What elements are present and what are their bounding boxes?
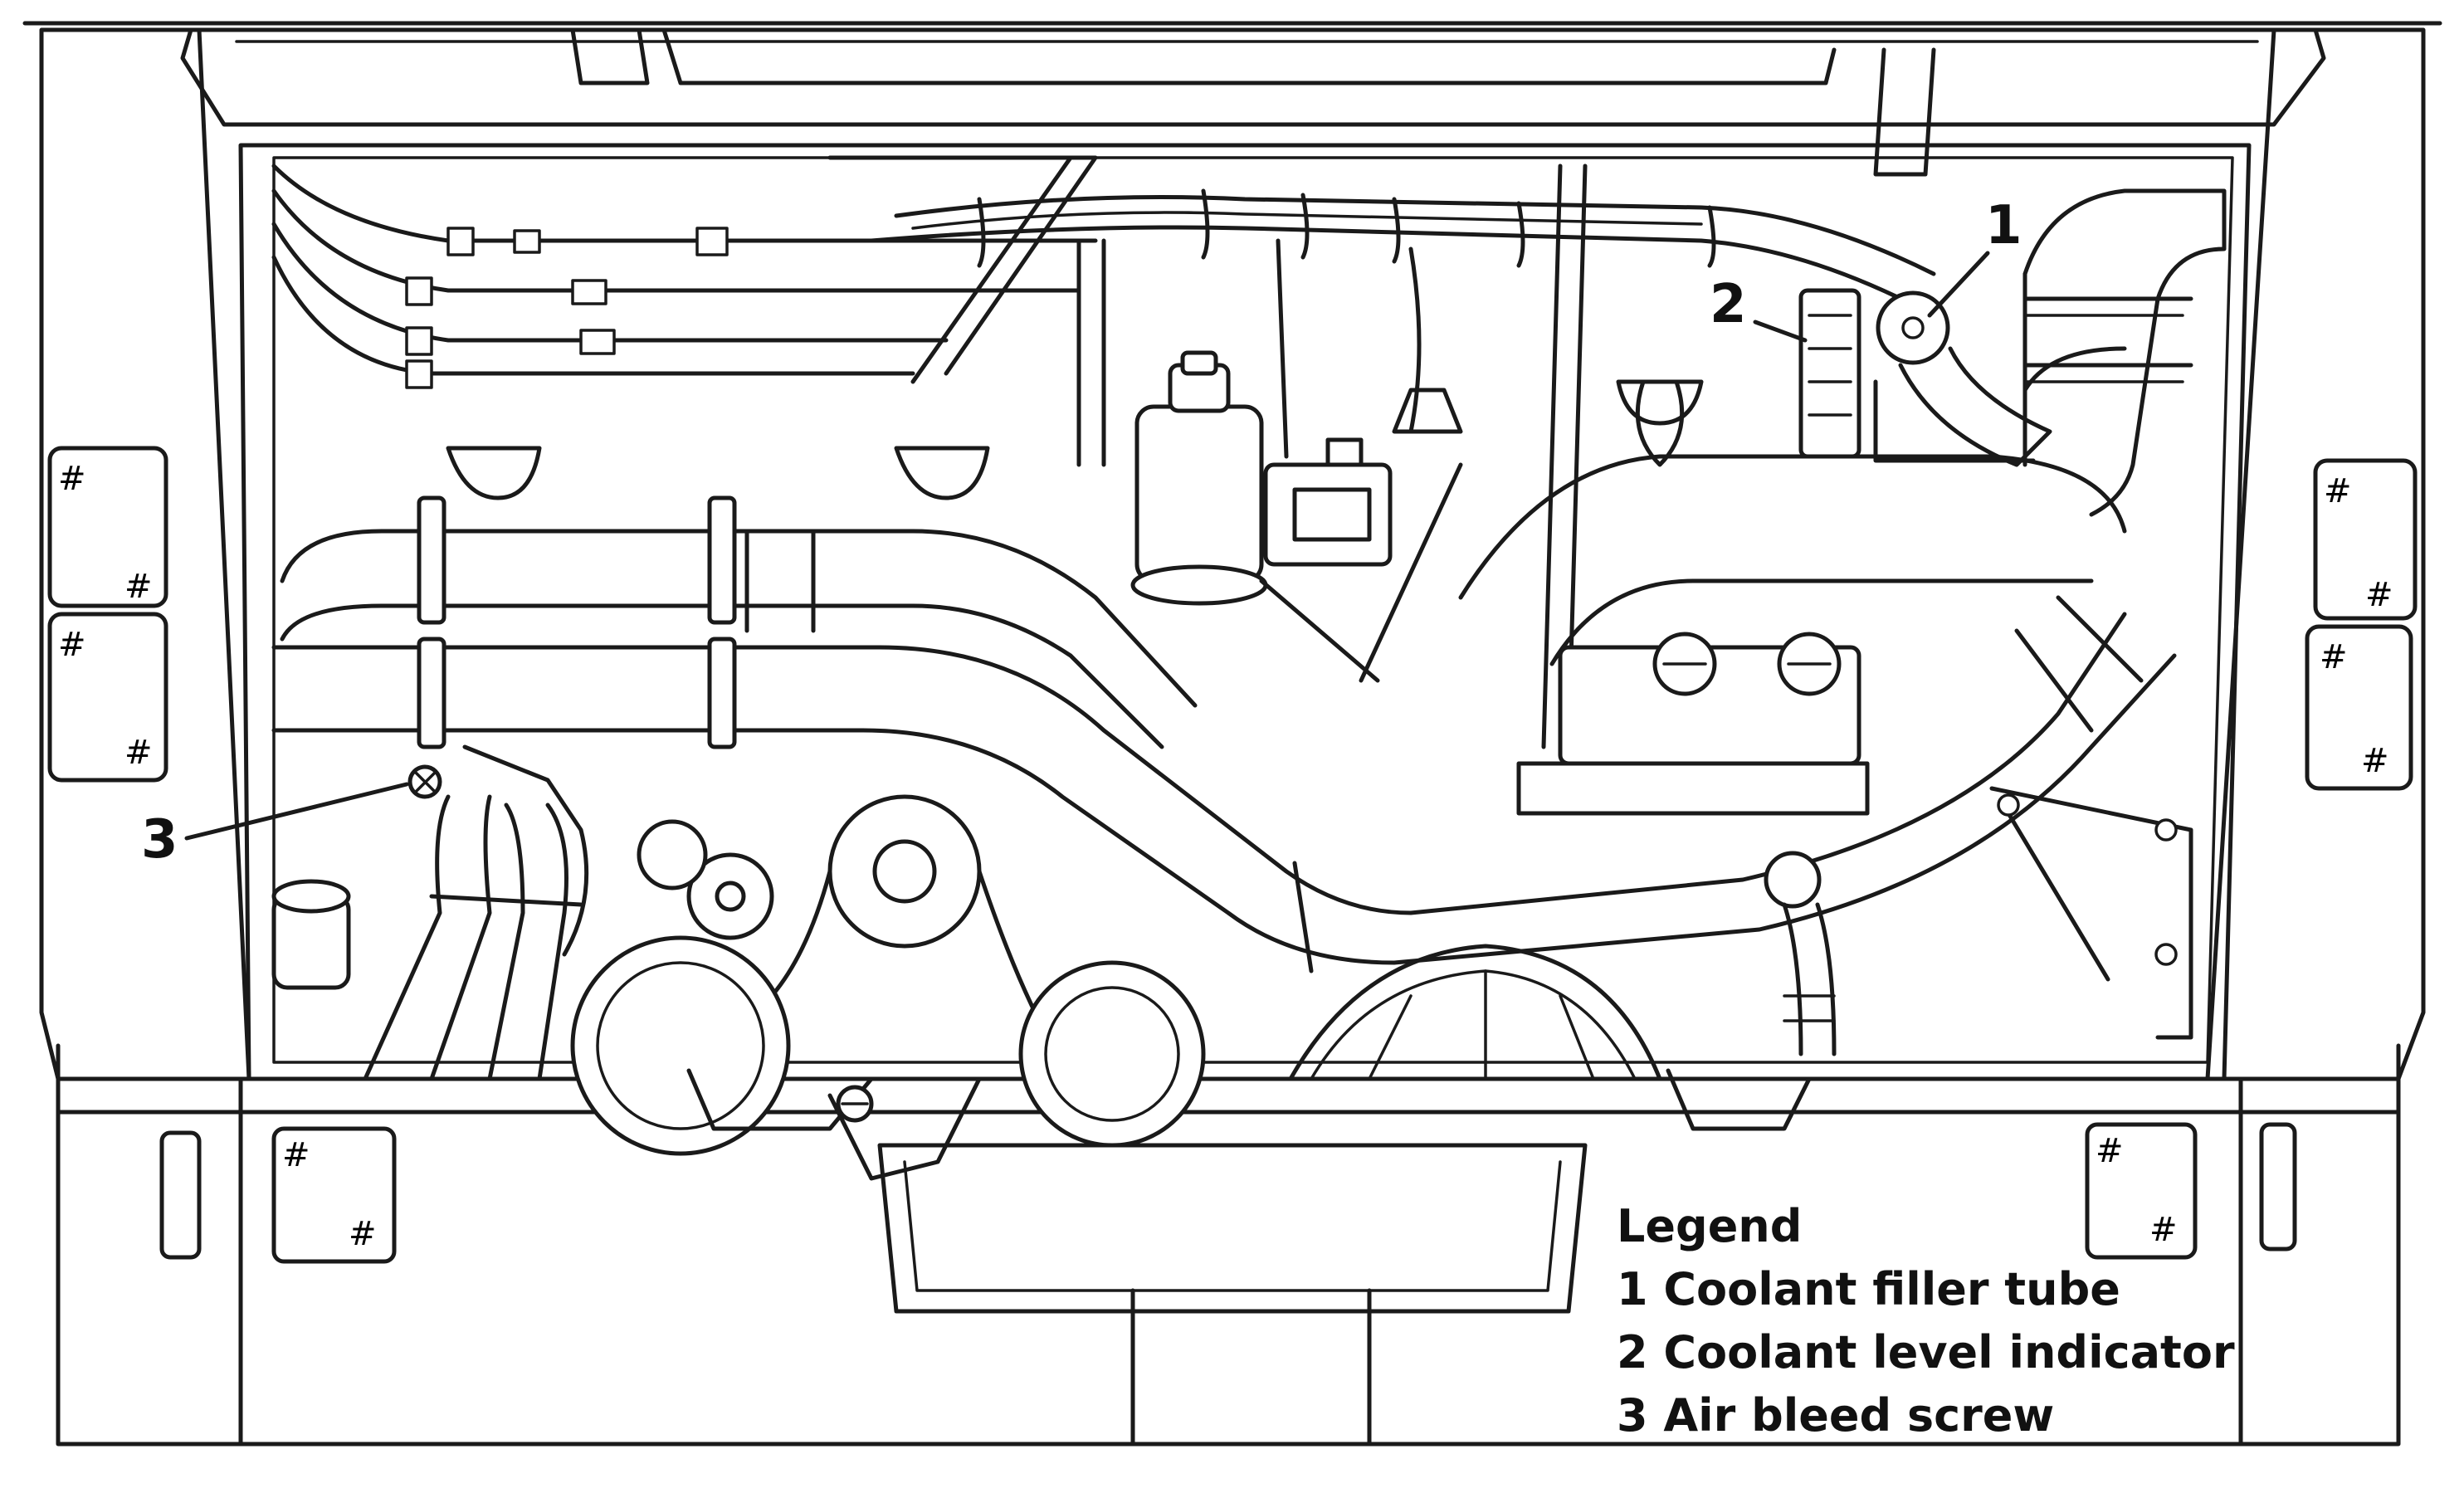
leader-line-3 <box>184 782 409 841</box>
svg-text:#: # <box>2361 742 2389 780</box>
callout-1-coolant-filler-tube: 1 <box>1985 195 2022 256</box>
svg-text:#: # <box>282 1136 310 1174</box>
charge-air-pipe <box>1458 379 2127 666</box>
right-side-lamps: # # # # <box>2305 458 2418 791</box>
intake-pipe <box>2022 188 2227 517</box>
pulley-belt-system <box>570 794 1662 1156</box>
legend-item-2: 2 Coolant level indicator <box>1617 1326 2235 1378</box>
legend-item-1: 1 Coolant filler tube <box>1617 1263 2120 1315</box>
callout-leaders <box>184 251 1990 841</box>
coolant-expansion-tank <box>1798 288 2052 467</box>
valve-block <box>1259 388 1463 683</box>
svg-text:#: # <box>2320 638 2348 676</box>
plate-recess <box>877 1143 1588 1447</box>
svg-text:#: # <box>2149 1211 2178 1249</box>
left-lower-pipes <box>271 744 589 1081</box>
legend-title: Legend <box>1617 1200 1803 1252</box>
svg-text:#: # <box>124 568 153 606</box>
engine-block-right <box>1516 632 1870 816</box>
callout-3-air-bleed-screw: 3 <box>141 809 178 871</box>
fuel-lines <box>271 155 1098 389</box>
callout-2-coolant-level-indicator: 2 <box>1710 274 1747 335</box>
svg-text:#: # <box>58 626 86 664</box>
right-frame-bracket <box>1989 786 2193 1040</box>
svg-text:#: # <box>349 1215 377 1253</box>
rear-panel-lights: # # # # <box>159 1122 2297 1264</box>
filter-canister <box>1130 350 1268 606</box>
bottom-bracket <box>686 1068 1812 1181</box>
right-lower-fitting <box>1764 851 1837 1056</box>
leader-line-1 <box>1927 251 1990 318</box>
engine-lid <box>180 27 2326 177</box>
leader-line-2 <box>1753 320 1808 343</box>
svg-text:#: # <box>2324 472 2352 510</box>
svg-text:#: # <box>124 734 153 772</box>
left-coolant-pipes <box>271 495 2177 973</box>
legend: Legend 1 Coolant filler tube 2 Coolant l… <box>1617 1195 2235 1447</box>
mount-brackets <box>446 379 1704 500</box>
svg-text:#: # <box>2365 576 2393 614</box>
svg-text:#: # <box>58 460 86 498</box>
engine-bay-frame <box>238 143 2252 1081</box>
svg-text:#: # <box>2096 1132 2124 1170</box>
left-side-lamps: # # # # <box>47 446 168 783</box>
legend-item-3: 3 Air bleed screw <box>1617 1389 2055 1442</box>
